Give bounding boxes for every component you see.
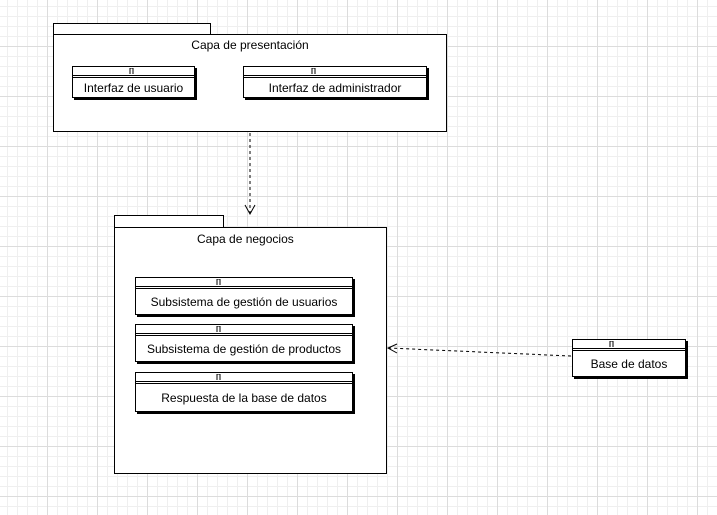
component-icon [311, 68, 316, 74]
component-label: Subsistema de gestión de productos [136, 335, 352, 361]
component-label: Subsistema de gestión de usuarios [136, 288, 352, 314]
component-interfaz-administrador[interactable]: Interfaz de administrador [243, 66, 427, 98]
component-tab [135, 324, 353, 334]
dependency-presentation-to-business[interactable] [244, 133, 256, 216]
component-tab [72, 66, 195, 76]
open-arrowhead-icon [244, 204, 256, 216]
component-label: Base de datos [573, 350, 685, 376]
dependency-database-to-business[interactable] [386, 343, 572, 357]
presentation-package-tab [53, 23, 211, 35]
component-icon [216, 326, 221, 332]
presentation-package-title: Capa de presentación [191, 38, 309, 52]
component-tab [135, 277, 353, 287]
component-respuesta-base-datos[interactable]: Respuesta de la base de datos [135, 372, 353, 412]
component-label: Interfaz de usuario [73, 77, 194, 97]
component-icon [216, 279, 221, 285]
component-tab [135, 372, 353, 382]
component-tab [572, 339, 686, 349]
business-package-tab [114, 215, 224, 228]
component-icon [129, 68, 134, 74]
component-interfaz-usuario[interactable]: Interfaz de usuario [72, 66, 195, 98]
component-icon [609, 341, 614, 347]
component-tab [243, 66, 427, 76]
component-icon [216, 374, 221, 380]
component-gestion-usuarios[interactable]: Subsistema de gestión de usuarios [135, 277, 353, 315]
business-package-title: Capa de negocios [197, 232, 294, 246]
component-base-de-datos[interactable]: Base de datos [572, 339, 686, 377]
component-label: Respuesta de la base de datos [136, 383, 352, 411]
component-label: Interfaz de administrador [244, 77, 426, 97]
component-gestion-productos[interactable]: Subsistema de gestión de productos [135, 324, 353, 362]
open-arrowhead-icon [386, 343, 398, 354]
